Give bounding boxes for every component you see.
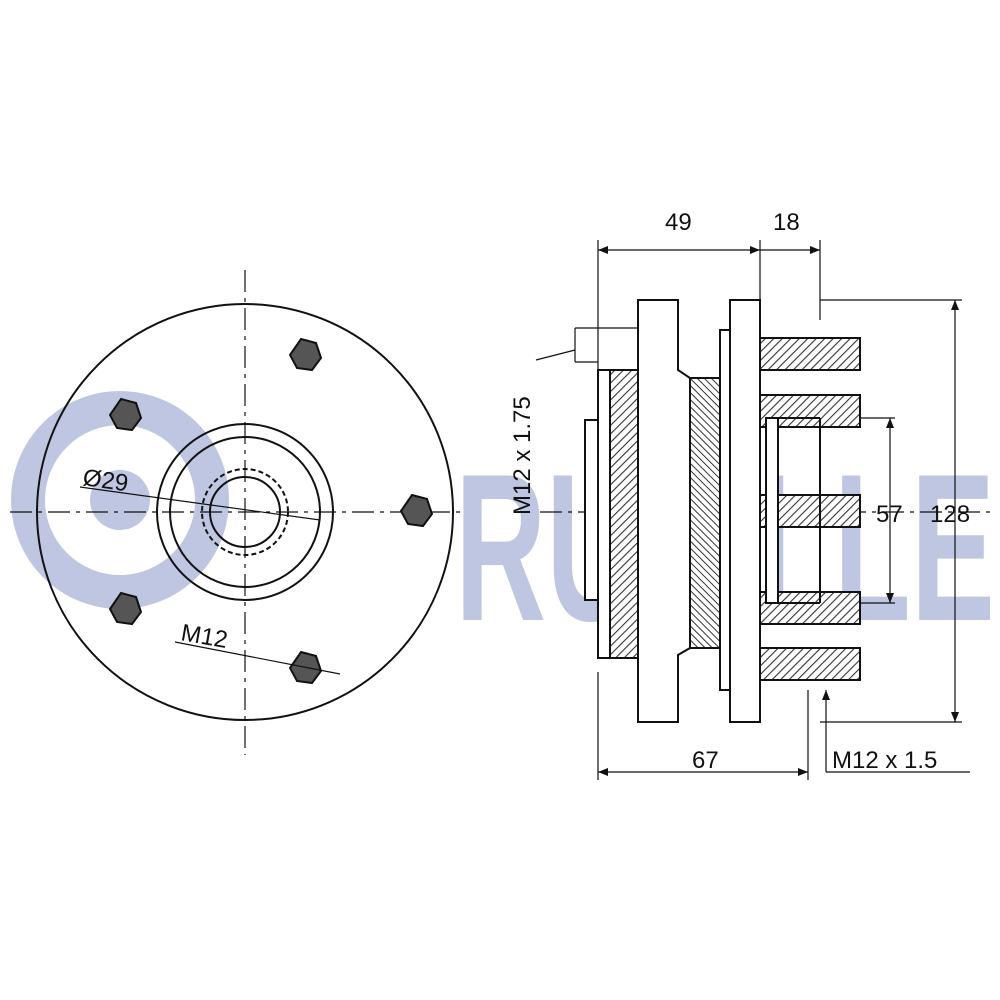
hub-flange-outline	[36, 303, 454, 721]
bolt-dimension-line	[174, 641, 341, 675]
spline-bore-inner	[209, 476, 281, 548]
side-view	[540, 299, 990, 723]
bolt-hole	[108, 591, 143, 626]
front-view	[10, 270, 460, 755]
center-bore-label: Ø29	[81, 464, 130, 497]
hub-pilot-outer	[156, 423, 334, 601]
dim-128-label: 128	[930, 501, 970, 528]
wheel-bolt-holes	[108, 337, 434, 685]
bolt-size-label: M12	[179, 619, 230, 654]
dim-67-label: 67	[692, 747, 719, 774]
thread-side-label: M12 x 1.75	[509, 396, 536, 515]
bore-dimension-line	[79, 486, 321, 521]
bolt-top	[759, 337, 861, 371]
hub-inner-section	[689, 377, 723, 649]
dim-18-label: 18	[773, 209, 800, 236]
spline-bore	[201, 468, 289, 556]
bolt-hole	[108, 397, 143, 432]
side-dimensions	[535, 240, 970, 780]
bolt-bottom	[759, 647, 861, 681]
bolt-hole	[399, 493, 434, 528]
bearing-outer-ring	[607, 369, 639, 659]
wheel-flange	[729, 299, 761, 723]
thread-bolt-label: M12 x 1.5	[832, 747, 937, 774]
dim-49-label: 49	[665, 209, 692, 236]
bearing-seal-ring	[597, 369, 611, 659]
dimension-arrows	[598, 246, 959, 776]
hub-step	[719, 329, 731, 691]
pilot-section	[765, 417, 779, 604]
bearing-shoulder	[584, 419, 599, 601]
dim-57-label: 57	[876, 501, 903, 528]
hub-pilot-inner	[169, 436, 321, 588]
bolt-hole	[288, 337, 323, 372]
